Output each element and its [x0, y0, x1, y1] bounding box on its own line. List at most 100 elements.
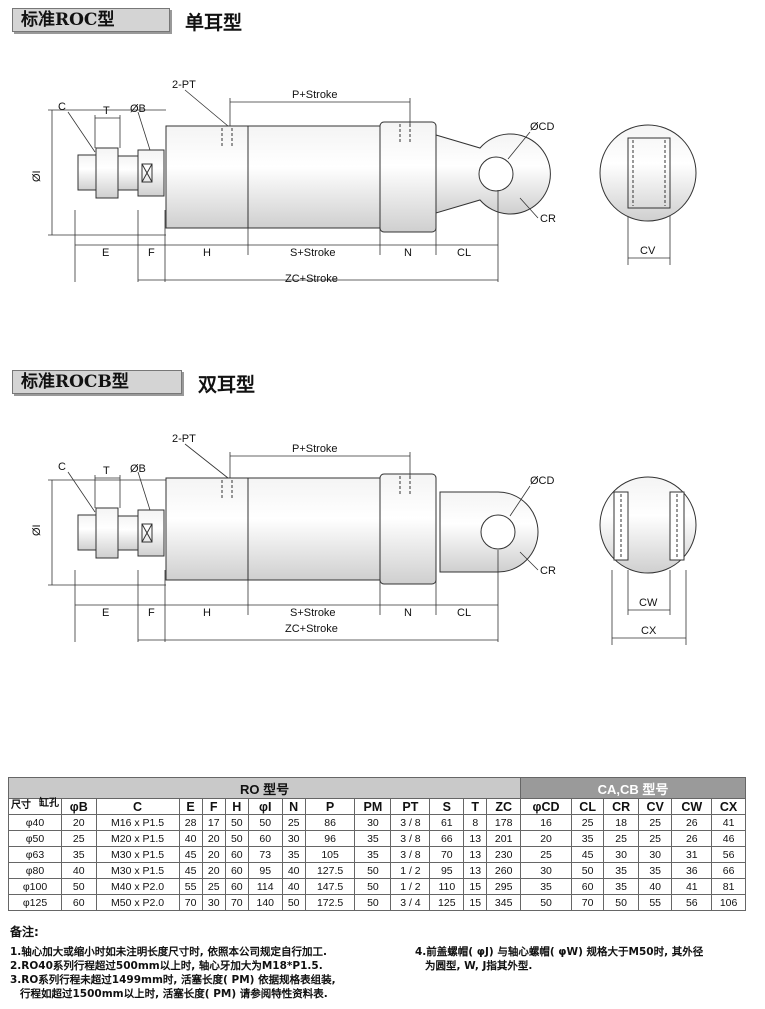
cylinder-tube [247, 125, 381, 229]
table-cell: 172.5 [304, 894, 356, 911]
table-cell: 40 [637, 878, 673, 895]
label-t-2: T [103, 465, 110, 477]
table-cell: 50 [354, 862, 392, 879]
column-header: T [463, 798, 488, 815]
table-cell: 35 [571, 830, 605, 847]
table-cell: 60 [224, 878, 249, 895]
table-cell: 50 [61, 878, 97, 895]
table-cell: 31 [671, 846, 713, 863]
bore-size-cell: φ100 [8, 878, 62, 895]
table-cell: 56 [671, 894, 713, 911]
table-cell: 15 [463, 894, 488, 911]
table-cell: 127.5 [304, 862, 356, 879]
label-s-stroke: S+Stroke [290, 247, 336, 259]
table-cell: 95 [247, 862, 283, 879]
label-i-2: ØI [31, 524, 43, 536]
section2-title-box: 标准ROCB型 [12, 370, 182, 394]
table-cell: 20 [201, 862, 226, 879]
table-cell: 40 [281, 878, 306, 895]
table-cell: 20 [520, 830, 573, 847]
table-cell: 3 / 8 [390, 814, 431, 831]
table-cell: 30 [603, 846, 639, 863]
table-cell: 105 [304, 846, 356, 863]
table-cell: 55 [637, 894, 673, 911]
table-cell: 13 [463, 830, 488, 847]
table-cell: 125 [429, 894, 465, 911]
table-cell: 86 [304, 814, 356, 831]
table-cell: 56 [711, 846, 746, 863]
column-header: PT [390, 798, 431, 815]
table-cell: 60 [571, 878, 605, 895]
table-cell: 25 [571, 814, 605, 831]
label-s-stroke-2: S+Stroke [290, 607, 336, 619]
table-cell: 147.5 [304, 878, 356, 895]
table-cell: 3 / 8 [390, 830, 431, 847]
table-cell: 178 [486, 814, 522, 831]
section1-title: 标准ROC型 [21, 10, 115, 30]
section1-title-box: 标准ROC型 [12, 8, 170, 32]
notes-right: 4.前盖螺帽( φJ) 与轴心螺帽( φW) 规格大于M50时, 其外径 为圆型… [415, 945, 760, 973]
table-cell: M20 x P1.5 [95, 830, 180, 847]
column-header: φB [61, 798, 97, 815]
table-cell: 50 [354, 894, 392, 911]
table-cell: 26 [671, 814, 713, 831]
table-cell: 25 [61, 830, 97, 847]
table-cell: 114 [247, 878, 283, 895]
table-cell: 55 [178, 878, 203, 895]
table-cell: 13 [463, 862, 488, 879]
table-cell: 70 [224, 894, 249, 911]
label-zc-stroke-2: ZC+Stroke [285, 623, 338, 635]
rear-cover [379, 121, 437, 233]
end-view [599, 124, 697, 222]
table-cell: 41 [671, 878, 713, 895]
notes-left: 1.轴心加大或缩小时如未注明长度尺寸时, 依照本公司规定自行加工. 2.RO40… [10, 945, 400, 1001]
label-n-2: N [404, 607, 412, 619]
table-cell: 60 [247, 830, 283, 847]
table-cell: 35 [603, 878, 639, 895]
corner-bottom: 缸孔 [39, 798, 59, 809]
table-cell: 25 [637, 814, 673, 831]
label-f-2: F [148, 607, 155, 619]
bore-size-cell: φ50 [8, 830, 62, 847]
column-header: φCD [520, 798, 573, 815]
table-cell: 50 [224, 830, 249, 847]
table-cell: 17 [201, 814, 226, 831]
table-cell: 30 [520, 862, 573, 879]
label-cl: CL [457, 247, 471, 259]
table-cell: 140 [247, 894, 283, 911]
table-cell: 95 [429, 862, 465, 879]
label-p-stroke: P+Stroke [292, 89, 338, 101]
table-cell: 30 [201, 894, 226, 911]
table-cell: 30 [354, 814, 392, 831]
table-cell: 50 [354, 878, 392, 895]
table-cell: 50 [247, 814, 283, 831]
table-cell: 35 [354, 830, 392, 847]
label-h: H [203, 247, 211, 259]
table-cell: 45 [178, 862, 203, 879]
note-3b: 行程如超过1500mm以上时, 活塞长度( PM) 请参阅特性资料表. [20, 988, 328, 1000]
column-header: CX [711, 798, 746, 815]
column-header: F [201, 798, 226, 815]
rocb-drawing: 2-PT P+Stroke C T ØB ØI ØCD CR E F H S+S… [31, 433, 697, 645]
label-e: E [102, 247, 109, 259]
column-header: P [304, 798, 356, 815]
table-cell: 26 [671, 830, 713, 847]
label-cx: CX [641, 625, 657, 637]
column-header: CL [571, 798, 605, 815]
table-cell: 8 [463, 814, 488, 831]
corner-cell: 尺寸 缸孔 [8, 798, 62, 815]
rod-nut [95, 147, 119, 199]
note-4b: 为圆型, W, J指其外型. [425, 960, 533, 972]
column-header: φI [247, 798, 283, 815]
table-cell: 96 [304, 830, 356, 847]
label-i: ØI [31, 170, 43, 182]
rod [117, 155, 139, 191]
group-ro-header: RO 型号 [7, 777, 522, 799]
table-cell: 3 / 8 [390, 846, 431, 863]
table-cell: 25 [520, 846, 573, 863]
